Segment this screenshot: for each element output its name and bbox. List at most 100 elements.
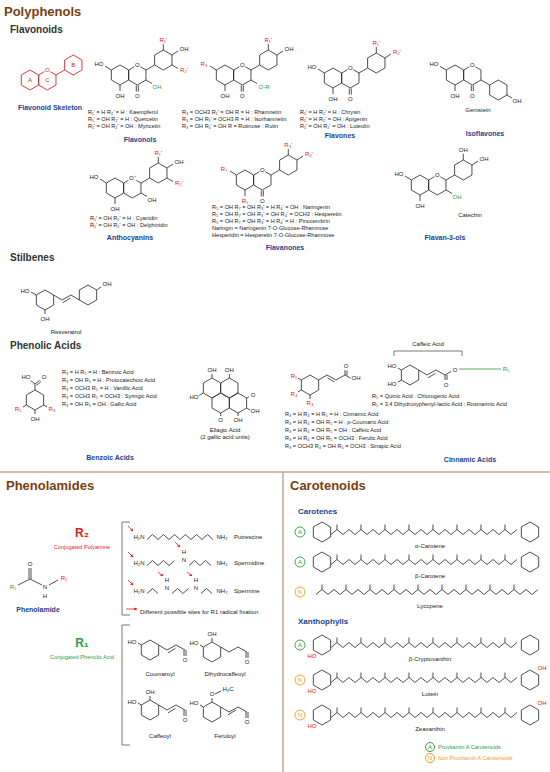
methyl-branch (433, 525, 434, 530)
molecule-structure (100, 163, 173, 204)
molecule-structure (313, 705, 330, 725)
text-label: R₃ = OH R₁' = OCH3 R = H : Isorhamnetin (182, 116, 287, 122)
text-label: Polyphenols (4, 5, 81, 20)
methyl-branch (457, 555, 458, 560)
methyl-branch (385, 555, 386, 560)
polyamine-chain (189, 561, 211, 566)
text-label: R₃ = OCH3 R₅ = OCH3 : Syringic Acid (62, 393, 157, 399)
polyene-chain (331, 530, 517, 535)
text-label: Xanthophylls (298, 617, 348, 626)
molecule-structure (221, 378, 238, 398)
text-label: α-Carotene (415, 543, 445, 550)
text-label: Cinnamic Acids (444, 456, 496, 464)
methyl-branch (337, 673, 338, 678)
text-label: R₃ = H R₄ = OH R₅ = OH : Caffeic Acid (285, 427, 381, 433)
vitamin-badge (295, 675, 305, 685)
atom-label: OH (30, 416, 40, 422)
molecule-structure (163, 44, 164, 50)
molecule-structure (313, 552, 330, 572)
molecule-structure (521, 552, 538, 572)
atom-label: A (28, 77, 33, 83)
text-label: Different possible sites for R1 radical … (140, 609, 278, 616)
atom-label: HO (89, 174, 99, 180)
atom-label: OH (145, 689, 155, 695)
molecule-structure (318, 53, 391, 94)
atom-label: HO (394, 171, 404, 177)
molecule-structure (36, 290, 53, 310)
atom-label: O (135, 62, 140, 68)
atom-label: B (71, 62, 76, 68)
compound-group: Caffeic AcidR₅ = Quinic Acid : Chlorogen… (280, 338, 546, 470)
atom-label: O (470, 62, 475, 68)
compound-group: R₁Conjugated Phenolic AcidCoumaroylDihyd… (45, 626, 281, 744)
molecule-structure (440, 67, 512, 99)
site-arrow (128, 580, 133, 585)
text-label: Flavonoid Skeleton (18, 104, 82, 112)
molecule-structure (212, 393, 229, 413)
text-label: Conjugated Polyamine (54, 544, 110, 550)
atom-label: R₂ (60, 575, 67, 581)
atom-label: HO (307, 723, 317, 729)
methyl-branch (505, 708, 506, 713)
atom-label: N (298, 712, 303, 718)
atom-label: OH (284, 46, 294, 52)
methyl-branch (505, 638, 506, 643)
atom-label: R₂' (175, 180, 183, 186)
text-label: Feruloyl (214, 733, 235, 740)
molecule-structure (313, 635, 330, 655)
skeleton-structure (21, 55, 82, 90)
text-label: Catechin (458, 212, 482, 219)
methyl-branch (481, 708, 482, 713)
atom-label: OH (233, 417, 243, 423)
text-label: R₁' = H R₂' = H : Kaempferol (88, 109, 158, 115)
atom-label: O (182, 657, 187, 663)
legend-text: Provitamin A Carotenoids (438, 744, 501, 750)
atom-label: H (165, 577, 170, 583)
text-label: R₃ = H R₄ = OH R₅ = OCH3 : Ferulic Acid (285, 435, 388, 441)
molecule-structure (313, 670, 330, 690)
molecule-structure (490, 80, 507, 100)
text-label: Flavonols (124, 136, 157, 144)
molecule-structure (349, 89, 351, 95)
molecule-structure (241, 86, 243, 92)
molecule-structure (401, 365, 418, 385)
text-label: R₁' = OH R₂' = H : Quercetin (88, 116, 158, 122)
text-label: R₅ = OH R₇ = OH R₃' = OH R₄' = OCH3 : He… (212, 211, 342, 217)
text-label: R₃ = OCH3 R₅ = H : Vanillic Acid (62, 385, 143, 391)
atom-label: R₄ (290, 391, 297, 397)
polyamine-chain (147, 535, 213, 540)
molecule-structure (200, 638, 248, 658)
atom-label: O (45, 67, 50, 73)
atom-label: N (194, 585, 199, 591)
methyl-branch (505, 555, 506, 560)
molecule-structure (301, 375, 318, 395)
methyl-branch (481, 525, 482, 530)
atom-label: OH (40, 316, 50, 322)
text-label: Isoflavones (466, 130, 505, 138)
atom-label: NH₂ (216, 534, 228, 540)
atom-label: OH (450, 93, 460, 99)
methyl-branch (385, 525, 386, 530)
methyl-branch (385, 708, 386, 713)
atom-label: H₂N (133, 560, 145, 566)
atom-label: O⁺ (129, 175, 136, 181)
atom-label: R₃ (200, 61, 207, 67)
atom-label: N (43, 584, 48, 590)
molecule-structure (230, 155, 303, 196)
polyamine-chain (147, 561, 175, 566)
text-label: R₁ (75, 637, 89, 651)
atom-label: H (182, 549, 187, 555)
atom-label: NH₂ (216, 560, 228, 566)
atom-label: OH (207, 367, 217, 373)
molecule-structure (210, 50, 283, 91)
molecule-structure (167, 178, 173, 182)
text-label: R₃ = OCH3 R₁' = OH R = H : Rhamnetin (182, 109, 281, 115)
methyl-branch (361, 673, 362, 678)
molecule-structure (158, 157, 159, 163)
compound-group: R₁' = H R₂' = H : ChrysinR₁' = H R₂' = O… (298, 28, 408, 142)
atom-label: OH (102, 281, 112, 287)
methyl-branch (457, 638, 458, 643)
atom-label: R₄' (305, 151, 314, 157)
methyl-branch (442, 585, 443, 590)
atom-label: HO (20, 288, 30, 294)
